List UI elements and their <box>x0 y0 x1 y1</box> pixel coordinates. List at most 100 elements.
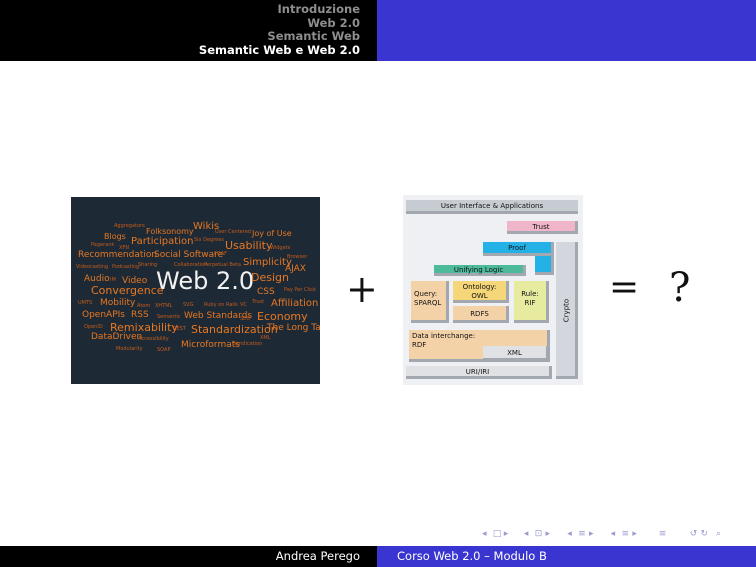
semantic-web-stack-image: User Interface & Applications Trust Proo… <box>403 195 583 385</box>
beamer-nav-symbol[interactable]: ▸ <box>545 529 551 539</box>
stack-xml: XML <box>483 346 549 361</box>
wordcloud-word: Six Degrees <box>194 237 224 243</box>
footer-bar: Andrea Perego Corso Web 2.0 – Modulo B <box>0 546 756 567</box>
wordcloud-word: Wikis <box>193 221 220 232</box>
footer-course-title: Corso Web 2.0 – Modulo B <box>397 549 547 563</box>
footer-author-panel: Andrea Perego <box>0 546 377 567</box>
wordcloud-word: Recommendation <box>78 250 158 260</box>
stack-crypto-label: Crypto <box>562 298 571 323</box>
beamer-nav-symbol[interactable]: ↻ <box>700 529 709 539</box>
wordcloud-word: Browser <box>287 254 308 260</box>
wordcloud-word: OpenAPIs <box>82 310 125 320</box>
wordcloud-word: REST <box>173 326 186 332</box>
wordcloud-word: Widgets <box>270 245 291 251</box>
wordcloud-word: Pay Per Click <box>284 287 316 293</box>
beamer-nav-symbol[interactable]: ◂ <box>567 529 572 539</box>
stack-unifying-logic: Unifying Logic <box>434 265 526 276</box>
stack-unifying-logic-label: Unifying Logic <box>453 266 504 274</box>
stack-rule: Rule: RIF <box>514 281 549 323</box>
stack-rdfs: RDFS <box>453 306 509 323</box>
wordcloud-word: Accessibility <box>138 336 169 342</box>
wordcloud-word: Microformats <box>181 340 240 350</box>
wordcloud-word: Trust <box>252 299 265 305</box>
wordcloud-word: Affiliation <box>271 298 319 309</box>
wordcloud-word: DataDriven <box>91 332 143 342</box>
plus-sign: + <box>346 267 378 311</box>
header-navigation: Introduzione Web 2.0 Semantic Web Semant… <box>0 0 377 61</box>
wordcloud-word: Convergence <box>91 284 164 297</box>
nav-section-web-2-0[interactable]: Web 2.0 <box>307 15 360 30</box>
wordcloud-word: Ruby on Rails <box>204 302 238 308</box>
stack-query-label: Query: SPARQL <box>414 290 442 307</box>
wordcloud-word: Video <box>122 276 148 286</box>
wordcloud-word: SOAP <box>157 347 171 353</box>
wordcloud-word: Perpetual Beta <box>204 262 241 268</box>
wordcloud-word: Audio <box>84 274 110 284</box>
wordcloud-word: AJAX <box>285 264 306 274</box>
wordcloud-word: Collaboration <box>174 262 208 268</box>
wordcloud-word: Videocasting <box>76 264 109 270</box>
wordcloud-word: VC <box>240 302 247 308</box>
wordcloud-word: Podcasting <box>112 264 140 270</box>
wordcloud-word: The Long Tail <box>267 323 320 333</box>
stack-ontology: Ontology: OWL <box>453 281 509 303</box>
footer-course-panel: Corso Web 2.0 – Modulo B <box>377 546 756 567</box>
section-navigation: Introduzione Web 2.0 Semantic Web Semant… <box>198 2 360 57</box>
stack-uri: URI/IRI <box>406 366 552 379</box>
stack-rule-label: Rule: RIF <box>521 290 539 307</box>
stack-proof: Proof <box>483 242 554 256</box>
stack-crypto: Crypto <box>556 242 578 379</box>
beamer-nav-symbol[interactable]: ▸ <box>588 529 594 539</box>
beamer-nav-symbol[interactable]: □ <box>492 529 502 539</box>
wordcloud-word: Atom <box>137 303 151 309</box>
wordcloud-word: Aggregators <box>114 223 145 229</box>
equals-sign: = <box>609 267 640 308</box>
wordcloud-word: Simplicity <box>243 257 292 268</box>
wordcloud-word: Folksonomy <box>146 227 194 236</box>
header-blue-panel <box>377 0 756 61</box>
wordcloud-word: Joy of Use <box>252 229 292 238</box>
wordcloud-word: Economy <box>257 310 308 323</box>
wordcloud-word: UMTS <box>78 300 93 306</box>
stack-trust-label: Trust <box>532 223 550 231</box>
nav-section-semantic-web[interactable]: Semantic Web <box>267 29 360 43</box>
stack-user-interface: User Interface & Applications <box>406 200 578 214</box>
stack-proof-tail <box>535 256 554 275</box>
stack-ontology-label: Ontology: OWL <box>462 283 497 300</box>
wordcloud-word: Web Standards <box>184 311 253 321</box>
stack-query: Query: SPARQL <box>411 281 449 323</box>
beamer-nav-symbol[interactable]: ⌕ <box>716 529 722 539</box>
wordcloud-word: SVG <box>183 302 194 308</box>
stack-proof-label: Proof <box>508 244 526 252</box>
wordcloud-word: Modularity <box>116 346 143 352</box>
stack-uri-label: URI/IRI <box>465 368 490 376</box>
nav-section-introduzione[interactable]: Introduzione <box>277 2 360 16</box>
wordcloud-word: Participation <box>131 236 194 247</box>
wordcloud-word: XHTML <box>155 303 173 309</box>
wordcloud-word: CSS <box>257 287 275 297</box>
beamer-nav-symbol[interactable]: ≡ <box>658 529 667 539</box>
nav-section-semantic-web-e-web-2-0[interactable]: Semantic Web e Web 2.0 <box>198 42 360 57</box>
beamer-nav-symbol[interactable]: ≡ <box>578 529 586 539</box>
beamer-nav-symbol[interactable]: ◂ <box>482 529 487 539</box>
wordcloud-word: Pagerank <box>91 242 115 248</box>
stack-trust: Trust <box>507 221 578 234</box>
beamer-nav-symbol[interactable]: ◂ <box>523 529 529 539</box>
wordcloud-word: Blogs <box>104 232 126 241</box>
header-bar: Introduzione Web 2.0 Semantic Web Semant… <box>0 0 756 61</box>
beamer-nav-symbol[interactable]: ≡ <box>621 529 630 539</box>
beamer-nav-symbol[interactable]: ↺ <box>689 529 698 539</box>
stack-data-interchange-label: Data interchange: RDF <box>412 332 476 349</box>
wordcloud-word: User Centered <box>215 229 251 235</box>
beamer-navigation-symbols: ◂□▸◂⊡▸◂≡▸◂≡▸≡↺↻⌕ <box>482 529 748 543</box>
beamer-nav-symbol[interactable]: ▸ <box>632 529 637 539</box>
wordcloud-word: Semantic <box>157 314 181 320</box>
stack-rdfs-label: RDFS <box>470 310 489 318</box>
wordcloud-word: Syndication <box>233 341 263 347</box>
beamer-nav-symbol[interactable]: ◂ <box>610 529 616 539</box>
wordcloud-word: Remixability <box>110 321 178 334</box>
beamer-nav-symbol[interactable]: ⊡ <box>534 529 543 539</box>
stack-xml-label: XML <box>507 349 522 357</box>
beamer-nav-symbol[interactable]: ▸ <box>503 529 509 539</box>
